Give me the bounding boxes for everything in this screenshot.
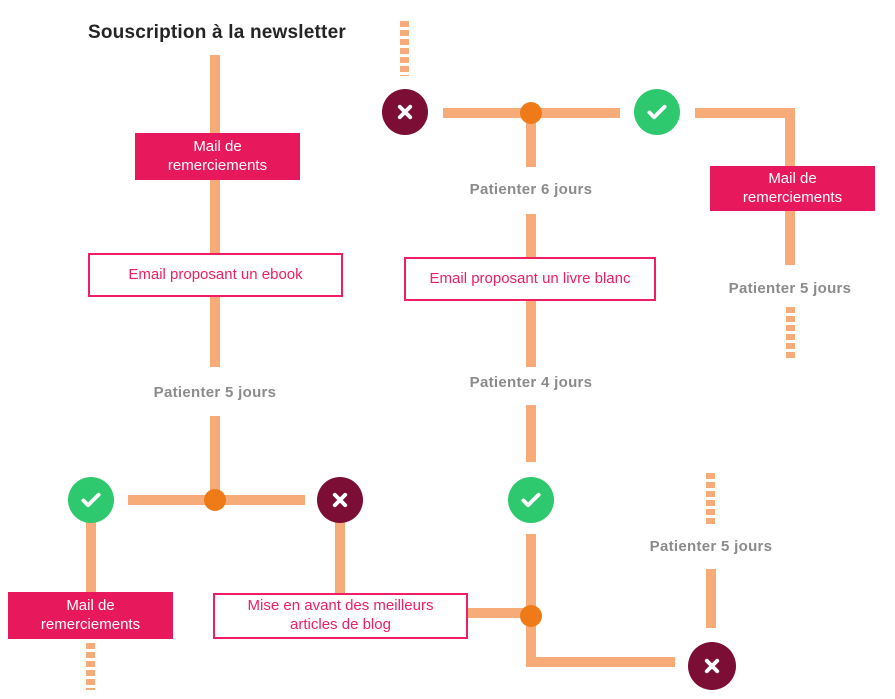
junction-dot	[520, 605, 542, 627]
email-node-whitepaper: Email proposant un livre blanc	[404, 257, 656, 301]
success-node	[634, 89, 680, 135]
junction-dot	[204, 489, 226, 511]
success-node	[508, 477, 554, 523]
connector-line	[526, 405, 536, 462]
dashed-connector	[400, 21, 409, 76]
page-title: Souscription à la newsletter	[88, 22, 346, 43]
wait-label: Patienter 6 jours	[469, 181, 593, 198]
connector-line	[468, 608, 530, 618]
connector-line	[210, 180, 220, 253]
x-icon	[397, 104, 413, 120]
junction-dot	[520, 102, 542, 124]
wait-label: Patienter 4 jours	[469, 374, 593, 391]
x-icon	[704, 658, 720, 674]
success-node	[68, 477, 114, 523]
failure-node	[317, 477, 363, 523]
connector-line	[785, 211, 795, 265]
connector-line	[526, 214, 536, 257]
connector-line	[785, 108, 795, 166]
dashed-connector	[706, 473, 715, 527]
connector-line	[526, 657, 675, 667]
connector-line	[210, 55, 220, 136]
connector-line	[526, 123, 536, 167]
connector-line	[706, 569, 716, 628]
connector-line	[695, 108, 795, 118]
check-icon	[647, 104, 667, 120]
connector-line	[210, 296, 220, 367]
action-node-mail-thanks: Mail de remerciements	[710, 166, 875, 211]
failure-node	[688, 642, 736, 690]
wait-label: Patienter 5 jours	[728, 280, 852, 297]
node-label: Mail de remerciements	[40, 596, 141, 633]
connector-line	[210, 416, 220, 500]
node-label: Email proposant un ebook	[128, 265, 303, 283]
wait-label: Patienter 5 jours	[649, 538, 773, 555]
node-label: Mail de remerciements	[167, 137, 268, 174]
node-label: Mise en avant des meilleurs articles de …	[247, 597, 434, 633]
connector-line	[335, 522, 345, 593]
check-icon	[521, 492, 541, 508]
action-node-mail-thanks: Mail de remerciements	[135, 133, 300, 180]
connector-line	[86, 522, 96, 592]
dashed-connector	[86, 643, 95, 690]
connector-line	[526, 620, 536, 667]
node-label: Email proposant un livre blanc	[429, 269, 631, 287]
check-icon	[81, 492, 101, 508]
failure-node	[382, 89, 428, 135]
email-node-blog-highlight: Mise en avant des meilleurs articles de …	[213, 593, 468, 639]
connector-line	[526, 300, 536, 367]
dashed-connector	[786, 307, 795, 360]
x-icon	[332, 492, 348, 508]
wait-label: Patienter 5 jours	[153, 384, 277, 401]
connector-line	[526, 534, 536, 610]
node-label: Mail de remerciements	[742, 169, 843, 206]
email-node-ebook: Email proposant un ebook	[88, 253, 343, 297]
action-node-mail-thanks: Mail de remerciements	[8, 592, 173, 639]
